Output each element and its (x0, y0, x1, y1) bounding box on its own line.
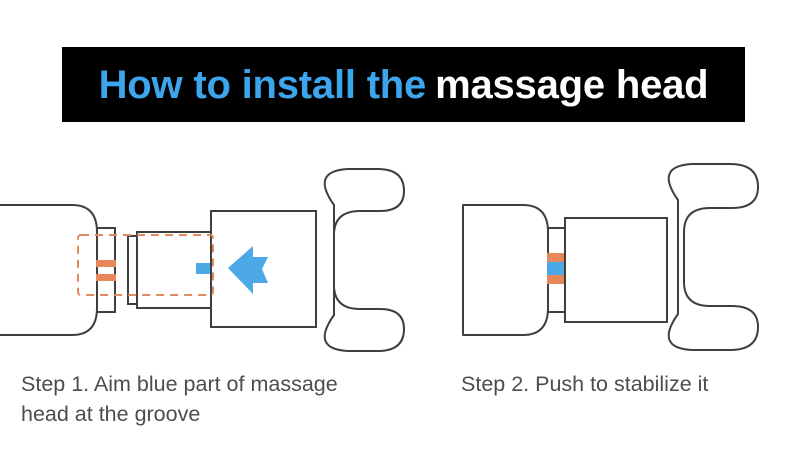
fork-head-step2 (667, 163, 759, 351)
title-accent-text: How to install the (98, 62, 427, 107)
step-2-caption-line-1: Step 2. Push to stabilize it (461, 372, 709, 396)
diagram-area (0, 150, 790, 365)
step-2-illustration (462, 163, 759, 351)
massage-gun-body-step1 (0, 204, 98, 336)
step-2-caption: Step 2. Push to stabilize it (461, 369, 781, 399)
massage-head-shaft-wide-step1 (210, 210, 317, 328)
title-main-text: massage head (435, 62, 709, 107)
alignment-dashed-box (77, 234, 214, 296)
installation-diagram (0, 163, 759, 352)
step-1-illustration (0, 168, 405, 352)
shaft-end-cap-step1 (127, 235, 138, 305)
step-1-caption-line-1: Step 1. Aim blue part of massage (21, 372, 338, 396)
fork-head-step1 (323, 168, 405, 352)
step-1-caption-line-2: head at the groove (21, 402, 201, 426)
step-1-caption: Step 1. Aim blue part of massage head at… (21, 369, 441, 429)
device-collar-step1 (96, 227, 116, 313)
joined-band-orange-lower (547, 275, 566, 284)
massage-gun-body-step2 (462, 204, 549, 336)
blue-alignment-tab (196, 263, 213, 274)
joined-band-blue (547, 262, 566, 275)
groove-mark-upper (96, 260, 116, 267)
joined-band-orange-upper (547, 253, 566, 262)
massage-head-shaft-step2 (564, 217, 668, 323)
groove-mark-lower (96, 274, 116, 281)
push-direction-arrow (228, 246, 268, 294)
